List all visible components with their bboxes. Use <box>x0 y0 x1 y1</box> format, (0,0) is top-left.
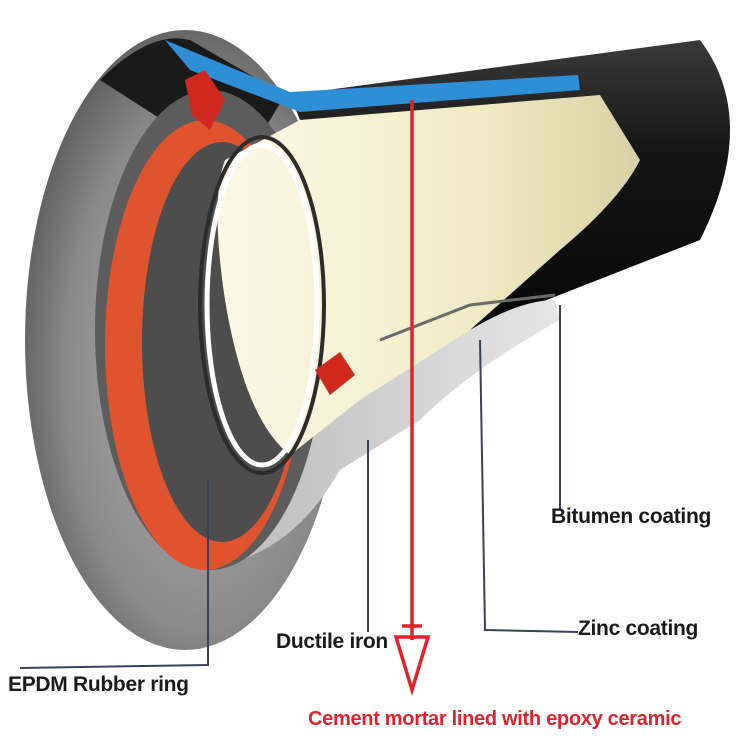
leader-zinc <box>479 339 579 633</box>
label-cement-mortar: Cement mortar lined with epoxy ceramic <box>308 708 682 730</box>
gasket-top <box>185 70 225 130</box>
lining-rim <box>204 142 320 468</box>
label-ductile-iron: Ductile iron <box>276 630 388 653</box>
label-zinc-coating: Zinc coating <box>578 617 699 640</box>
gasket-bottom <box>315 352 355 395</box>
lining-inner-edge <box>379 293 556 342</box>
cement-pointer-arrowhead <box>393 635 431 697</box>
label-epdm-rubber-ring: EPDM Rubber ring <box>8 673 189 696</box>
label-bitumen-coating: Bitumen coating <box>551 505 712 528</box>
lining-rim-dark <box>198 135 326 475</box>
zinc-coating-band <box>165 40 580 112</box>
leader-epdm <box>19 480 209 669</box>
